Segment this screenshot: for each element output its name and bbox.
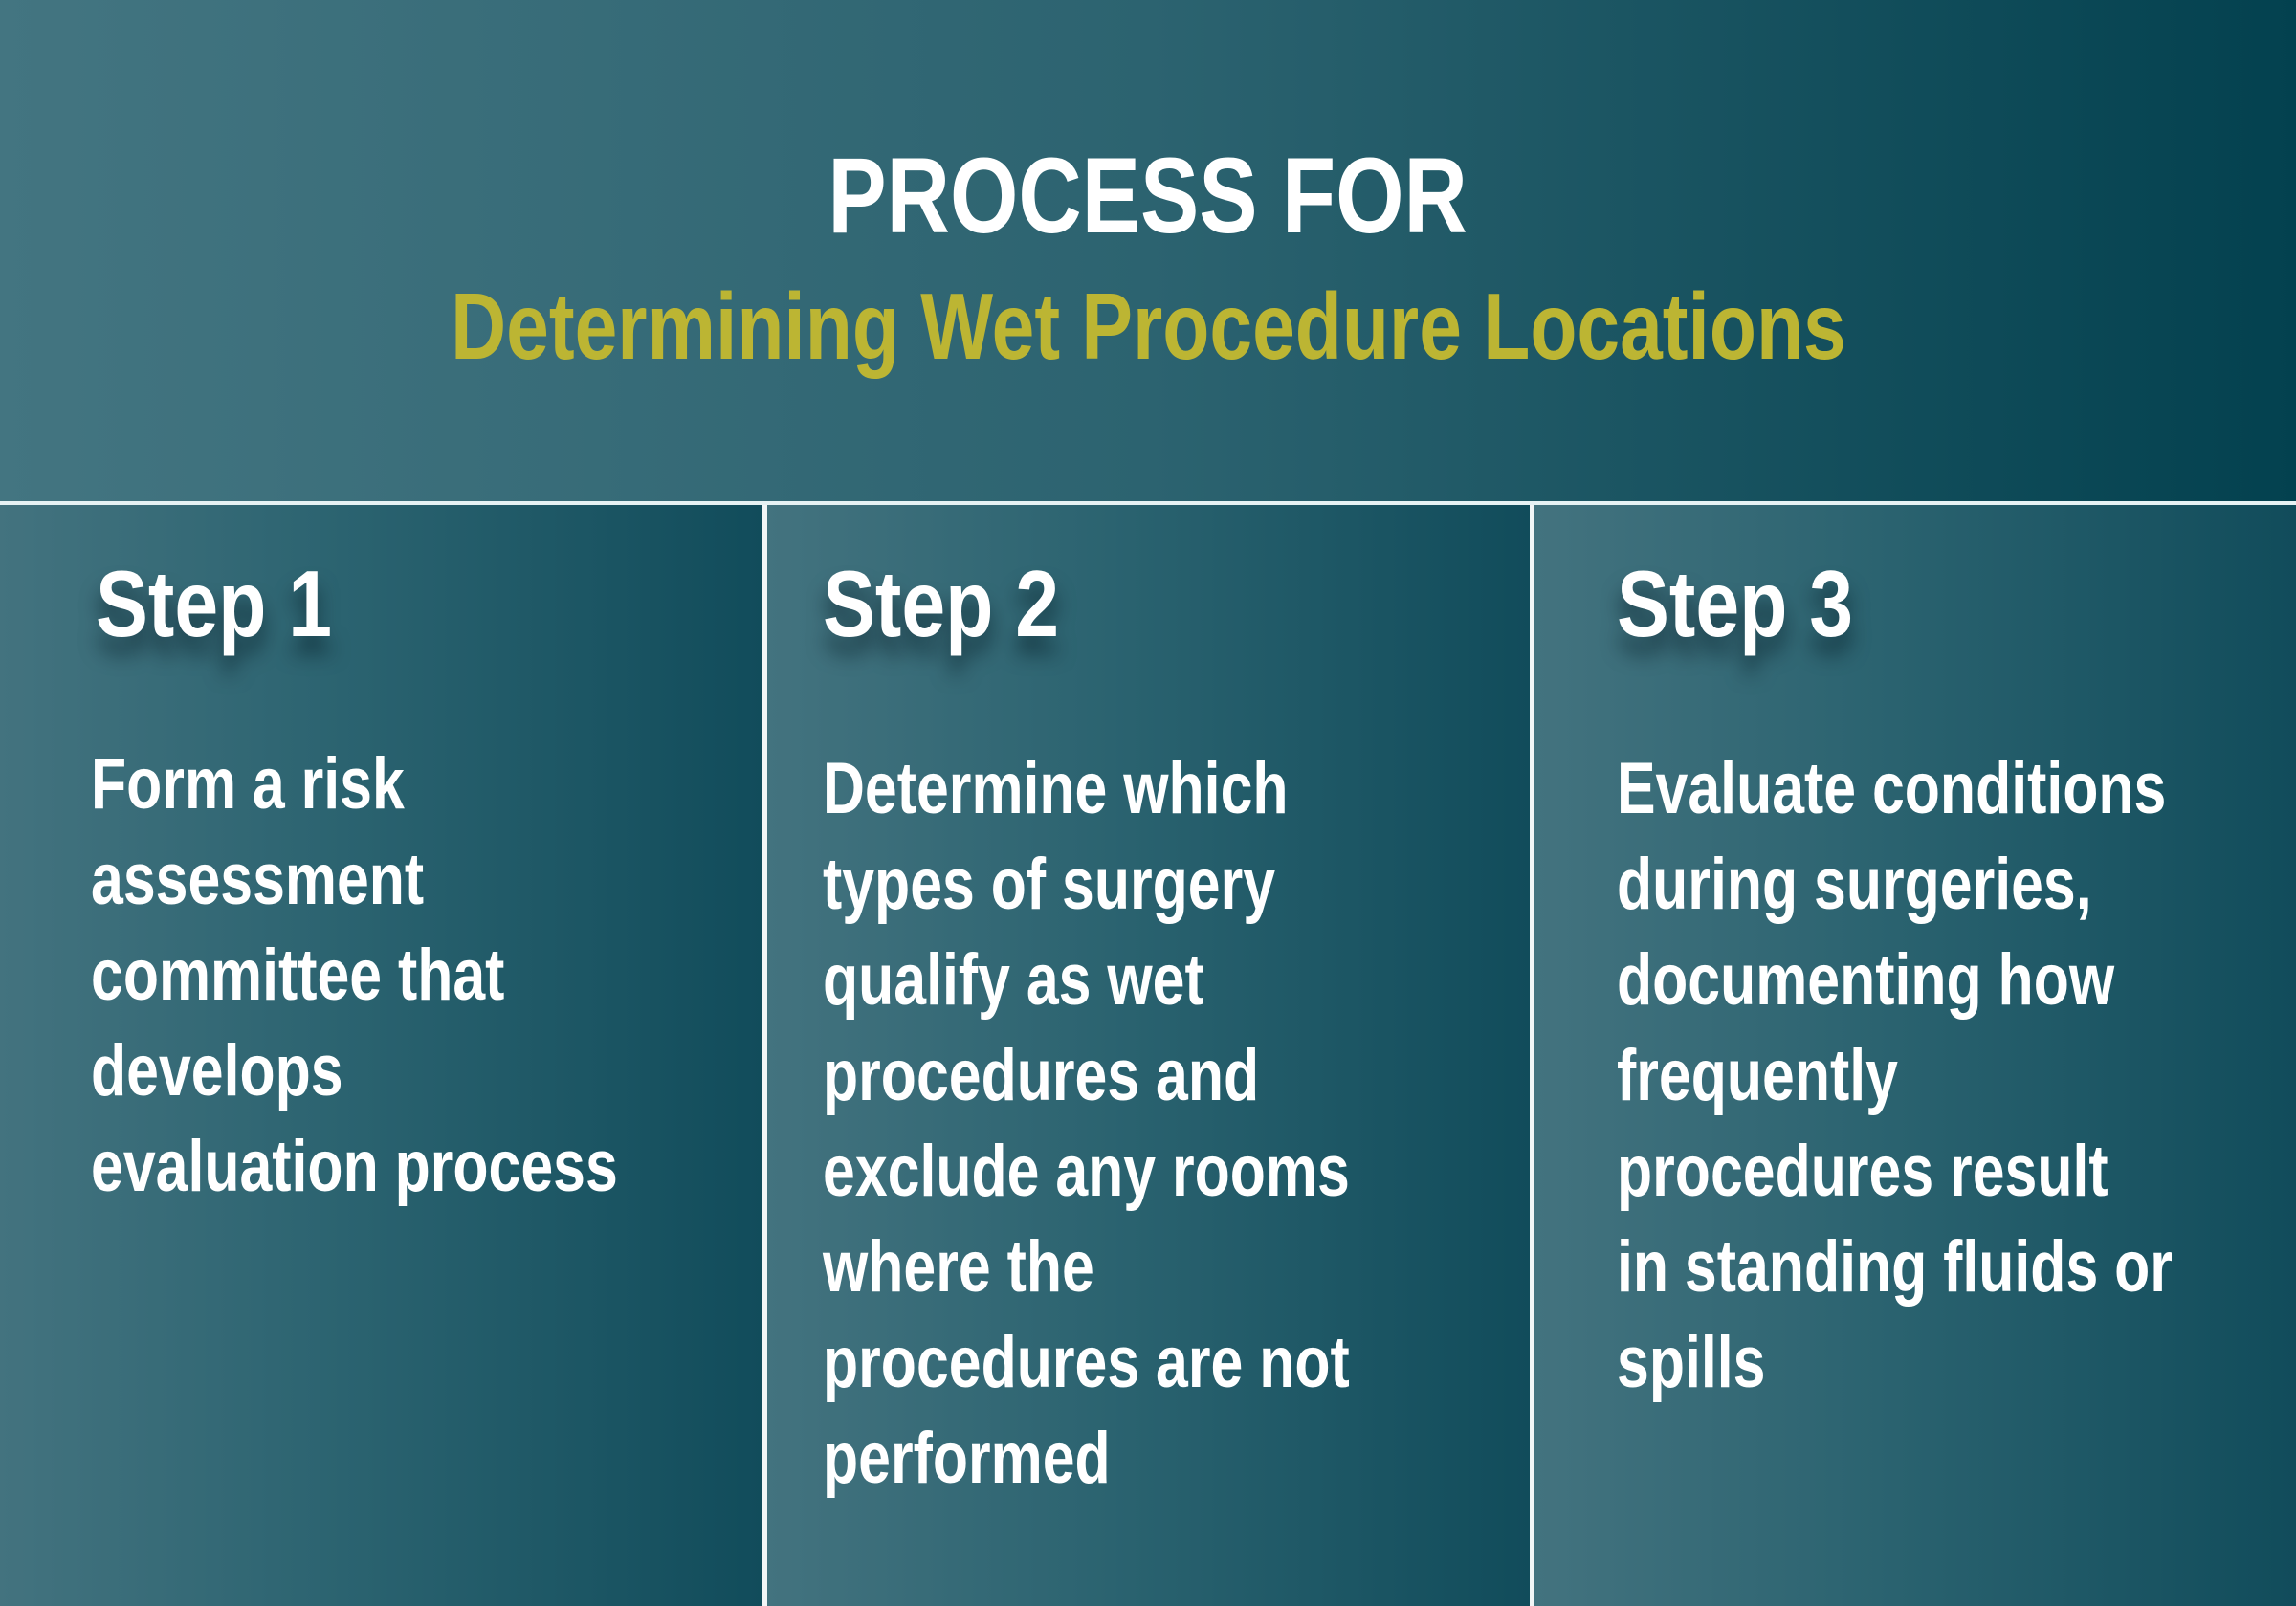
text-line: develops xyxy=(91,1030,343,1111)
divider xyxy=(1530,505,1534,1606)
text-line: Evaluate conditions xyxy=(1617,748,2167,829)
text-line: performed xyxy=(823,1418,1111,1499)
subtitle: Determining Wet Procedure Locations xyxy=(450,274,1846,379)
text-line: assessment xyxy=(91,839,425,920)
step-3-text: Evaluate conditions during surgeries, do… xyxy=(1617,741,2173,1411)
step-2-text: Determine which types of surgery qualify… xyxy=(823,741,1350,1507)
step-3-heading: Step 3 xyxy=(1617,551,1854,656)
step-2-panel xyxy=(767,505,1530,1606)
text-line: spills xyxy=(1617,1322,1766,1403)
step-3-panel xyxy=(1534,505,2296,1606)
text-line: evaluation process xyxy=(91,1126,618,1207)
text-line: Determine which xyxy=(823,748,1289,829)
text-line: procedures are not xyxy=(823,1322,1350,1403)
text-line: types of surgery xyxy=(823,844,1276,925)
step-1-text: Form a risk assessment committee that de… xyxy=(91,737,618,1215)
text-line: Form a risk xyxy=(91,743,405,825)
text-line: during surgeries, xyxy=(1617,844,2092,925)
step-1-panel xyxy=(0,505,762,1606)
text-line: in standing fluids or xyxy=(1617,1226,2173,1308)
text-line: procedures and xyxy=(823,1035,1260,1116)
divider xyxy=(762,505,767,1606)
text-line: qualify as wet xyxy=(823,939,1204,1021)
text-line: where the xyxy=(823,1226,1094,1308)
text-line: documenting how xyxy=(1617,939,2115,1021)
step-2-heading: Step 2 xyxy=(823,551,1060,656)
title: PROCESS FOR xyxy=(828,136,1468,255)
divider xyxy=(0,501,2296,505)
step-1-heading: Step 1 xyxy=(96,551,333,656)
header-banner xyxy=(0,0,2296,501)
text-line: exclude any rooms xyxy=(823,1131,1350,1212)
text-line: procedures result xyxy=(1617,1131,2108,1212)
text-line: frequently xyxy=(1617,1035,1898,1116)
text-line: committee that xyxy=(91,935,505,1016)
